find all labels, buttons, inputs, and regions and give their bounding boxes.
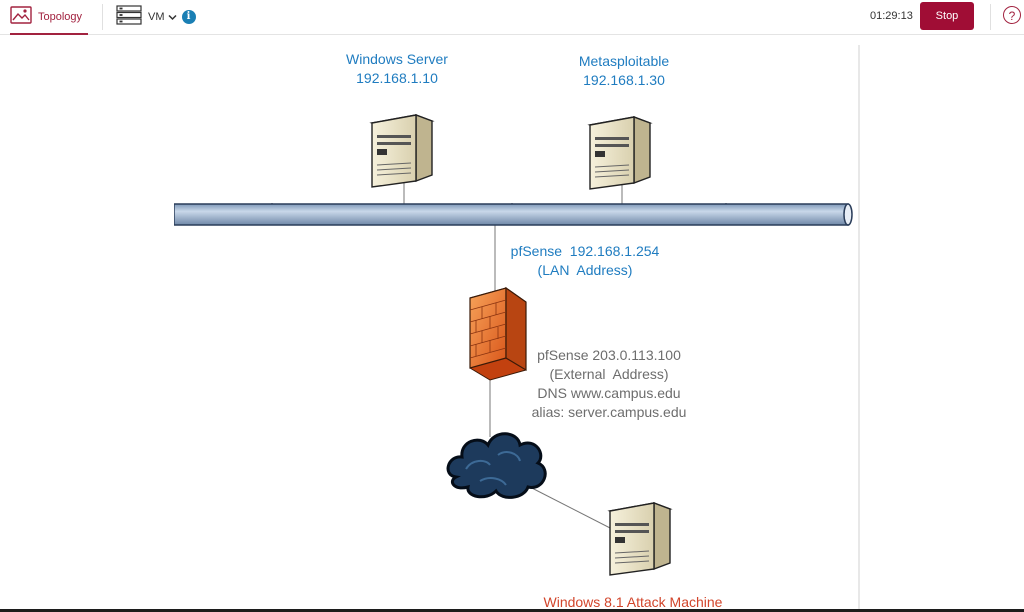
help-icon[interactable]: ? <box>1003 6 1021 24</box>
info-icon[interactable]: i <box>181 10 196 24</box>
toolbar-divider <box>990 4 991 30</box>
server-icon[interactable] <box>587 115 653 190</box>
cloud-icon[interactable] <box>446 432 547 499</box>
topology-canvas: Windows Server 192.168.1.10 Metasploitab… <box>0 35 1024 612</box>
tab-topology-label: Topology <box>38 11 83 23</box>
windows-server-ip: 192.168.1.10 <box>356 70 438 86</box>
chevron-down-icon[interactable] <box>167 8 177 26</box>
windows-server-name: Windows Server <box>346 51 448 67</box>
server-icon[interactable] <box>369 113 435 188</box>
metasploitable-name: Metasploitable <box>578 53 670 69</box>
vm-icon <box>116 4 142 30</box>
metasploitable-label: Metasploitable 192.168.1.30 <box>554 53 694 88</box>
attack-machine-label: Windows 8.1 Attack Machine <box>543 594 723 610</box>
firewall-icon[interactable] <box>469 286 527 381</box>
active-tab-indicator <box>10 33 88 35</box>
vm-selector[interactable]: VM i <box>116 0 196 34</box>
top-toolbar: Topology VM i 01:29:13 Stop ? <box>0 0 1024 35</box>
stop-button[interactable]: Stop <box>920 2 974 30</box>
session-timer: 01:29:13 <box>870 10 913 22</box>
pfsense-external-label: pfSense 203.0.113.100 (External Address)… <box>524 346 694 422</box>
tab-topology[interactable]: Topology <box>10 0 88 35</box>
pfsense-dns: DNS www.campus.edu <box>537 385 681 401</box>
pfsense-alias: alias: server.campus.edu <box>531 404 687 420</box>
pfsense-lan-address: pfSense 192.168.1.254 <box>510 243 660 259</box>
pfsense-external-address: pfSense 203.0.113.100 <box>537 347 681 363</box>
metasploitable-ip: 192.168.1.30 <box>583 72 665 88</box>
toolbar-divider <box>102 4 103 30</box>
window-bottom-edge <box>0 609 1024 612</box>
pfsense-lan-label: pfSense 192.168.1.254 (LAN Address) <box>500 243 670 278</box>
server-icon[interactable] <box>607 501 673 576</box>
topology-icon <box>10 5 32 29</box>
vm-label: VM <box>148 11 165 23</box>
pfsense-external-caption: (External Address) <box>549 366 669 382</box>
pfsense-lan-caption: (LAN Address) <box>537 262 633 278</box>
windows-server-label: Windows Server 192.168.1.10 <box>324 51 470 86</box>
lan-bus <box>174 203 853 226</box>
topology-diagram: Windows Server 192.168.1.10 Metasploitab… <box>174 45 860 612</box>
